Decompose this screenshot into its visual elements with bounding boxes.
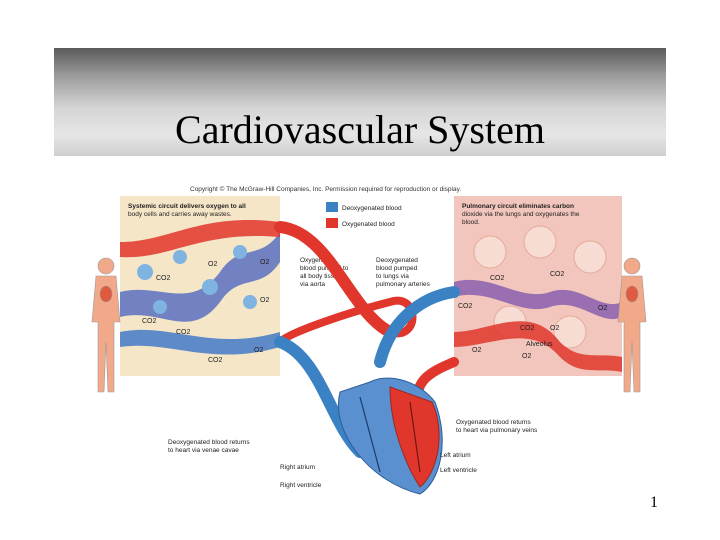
pulmonary-artery-label-3: to lungs via: [376, 273, 409, 280]
blood-vessels: [274, 221, 460, 458]
co2-label: CO2: [142, 318, 157, 325]
pulmonary-artery-label-2: blood pumped: [376, 265, 418, 272]
co2-label: CO2: [208, 357, 223, 364]
o2-label: O2: [550, 325, 559, 332]
o2-label: O2: [598, 305, 607, 312]
co2-label: CO2: [550, 271, 565, 278]
pulmonary-circuit-label-3: blood.: [462, 219, 480, 226]
aorta-label-1: Oxygenated: [300, 257, 335, 264]
pulmonary-circuit-label-2: dioxide via the lungs and oxygenates the: [462, 211, 580, 218]
o2-label: O2: [260, 259, 269, 266]
pulmonary-circuit-label-1: Pulmonary circuit eliminates carbon: [462, 203, 574, 210]
left-atrium-label: Left atrium: [440, 452, 471, 459]
cardiovascular-diagram: Copyright © The McGraw-Hill Companies, I…: [91, 185, 647, 495]
body-silhouette-right: [617, 257, 647, 393]
pulmonary-veins-label-1: Oxygenated blood returns: [456, 419, 532, 426]
venae-cavae-label-2: to heart via venae cavae: [168, 447, 239, 454]
copyright-text: Copyright © The McGraw-Hill Companies, I…: [190, 185, 461, 193]
legend-oxygenated-swatch: [326, 218, 338, 228]
heart-illustration: [338, 377, 443, 495]
pulmonary-veins-label-2: to heart via pulmonary veins: [456, 427, 538, 434]
page-number: 1: [650, 494, 658, 511]
o2-label: O2: [254, 347, 263, 354]
left-ventricle-label: Left ventricle: [440, 467, 477, 474]
pulmonary-artery-label-1: Deoxygenated: [376, 257, 418, 264]
co2-label: CO2: [176, 329, 191, 336]
pulmonary-capillary-panel: [454, 196, 622, 376]
legend-deoxygenated-swatch: [326, 202, 338, 212]
co2-label: CO2: [156, 275, 171, 282]
co2-label: CO2: [490, 275, 505, 282]
co2-label: CO2: [458, 303, 473, 310]
legend-oxygenated-label: Oxygenated blood: [342, 221, 395, 228]
co2-label: CO2: [520, 325, 535, 332]
alveolus-label: Alveolus: [526, 341, 553, 348]
title-banner: [54, 48, 666, 156]
o2-label: O2: [472, 347, 481, 354]
right-atrium-label: Right atrium: [280, 464, 315, 471]
o2-label: O2: [260, 297, 269, 304]
systemic-circuit-label-2: body cells and carries away wastes.: [128, 211, 232, 218]
body-silhouette-left: [91, 257, 121, 393]
o2-label: O2: [208, 261, 217, 268]
aorta-label-3: all body tissues: [300, 273, 345, 280]
legend-deoxygenated-label: Deoxygenated blood: [342, 205, 402, 212]
venae-cavae-label-1: Deoxygenated blood returns: [168, 439, 250, 446]
aorta-label-4: via aorta: [300, 281, 325, 288]
pulmonary-artery-label-4: pulmonary arteries: [376, 281, 431, 288]
aorta-label-2: blood pumped to: [300, 265, 349, 272]
right-ventricle-label: Right ventricle: [280, 482, 322, 489]
systemic-circuit-label-1: Systemic circuit delivers oxygen to all: [128, 203, 246, 210]
systemic-capillary-panel: [120, 196, 280, 376]
o2-label: O2: [522, 353, 531, 360]
slide-title: Cardiovascular System: [175, 107, 545, 152]
